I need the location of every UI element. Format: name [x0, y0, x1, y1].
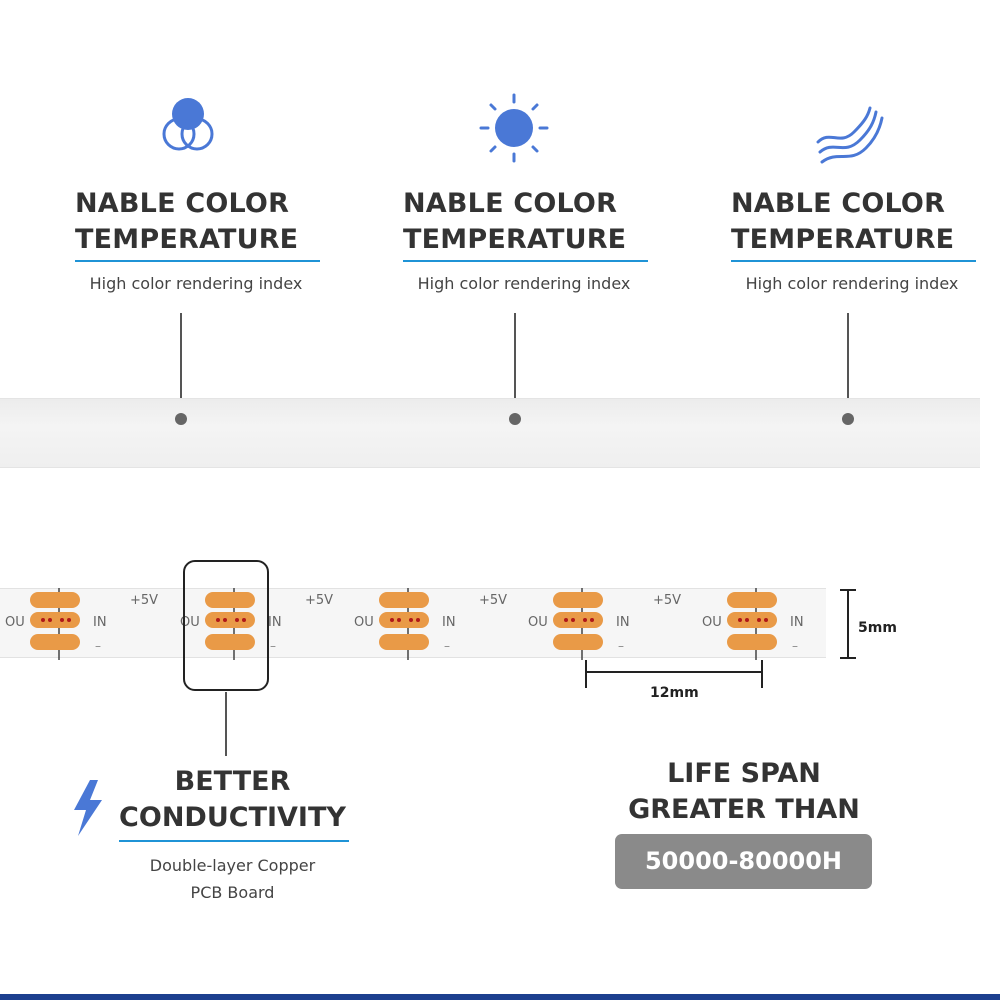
copper-pad	[727, 634, 777, 650]
out-label: OU	[354, 615, 374, 630]
feature-3-title-line2: TEMPERATURE	[731, 224, 955, 255]
waves-icon	[810, 102, 890, 182]
out-label: OU	[702, 615, 722, 630]
lifespan-title: LIFE SPAN GREATER THAN	[600, 756, 888, 828]
feature-2-title-line2: TEMPERATURE	[403, 224, 627, 255]
copper-pad	[30, 634, 80, 650]
feature-2-subtitle: High color rendering index	[417, 274, 631, 293]
pointer-dot-3	[842, 413, 854, 425]
conductivity-title: BETTER CONDUCTIVITY	[100, 764, 365, 836]
pointer-dot-2	[509, 413, 521, 425]
voltage-label: +5V	[130, 593, 158, 608]
copper-pad	[379, 634, 429, 650]
lifespan-value-badge: 50000-80000H	[615, 834, 872, 889]
voltage-label: +5V	[305, 593, 333, 608]
copper-pad	[553, 634, 603, 650]
copper-pad	[30, 612, 80, 628]
conductivity-subtitle: Double-layer Copper PCB Board	[100, 852, 365, 906]
lifespan-title-line2: GREATER THAN	[628, 794, 860, 825]
pointer-line-1	[180, 313, 182, 418]
conductivity-sub-line2: PCB Board	[190, 883, 275, 902]
voltage-label: +5V	[479, 593, 507, 608]
pointer-dot-1	[175, 413, 187, 425]
pad-group: OU IN +5V –	[5, 588, 158, 660]
copper-pad	[30, 592, 80, 608]
feature-3-underline	[731, 260, 976, 262]
lightning-bolt-icon	[74, 780, 102, 836]
pad-group: OU IN –	[702, 588, 804, 660]
feature-3-title-line1: NABLE COLOR	[731, 188, 946, 219]
copper-pad	[379, 592, 429, 608]
out-label: OU	[5, 615, 25, 630]
minus-label: –	[618, 639, 624, 653]
conductivity-sub-line1: Double-layer Copper	[149, 856, 316, 875]
minus-label: –	[270, 639, 276, 653]
pitch-dimension-label: 12mm	[650, 685, 699, 701]
feature-1-title: NABLE COLOR TEMPERATURE	[75, 186, 345, 258]
minus-label: –	[444, 639, 450, 653]
conductivity-underline	[119, 840, 349, 842]
in-label: IN	[268, 615, 282, 630]
pad-group: OU IN +5V –	[528, 588, 681, 660]
in-label: IN	[93, 615, 107, 630]
in-label: IN	[616, 615, 630, 630]
voltage-label: +5V	[653, 593, 681, 608]
conductivity-title-line2: CONDUCTIVITY	[119, 802, 346, 833]
feature-2-underline	[403, 260, 648, 262]
pointer-line-2	[514, 313, 516, 418]
copper-pad	[727, 612, 777, 628]
copper-pad	[205, 592, 255, 608]
feature-1-underline	[75, 260, 320, 262]
width-dimension-label: 5mm	[858, 620, 897, 636]
pointer-line-3	[847, 313, 849, 418]
in-label: IN	[442, 615, 456, 630]
conductivity-title-line1: BETTER	[174, 766, 291, 797]
pad-group: OU IN +5V –	[354, 588, 507, 660]
conductivity-pointer-line	[225, 692, 227, 756]
out-label: OU	[528, 615, 548, 630]
feature-3-subtitle: High color rendering index	[745, 274, 959, 293]
feature-3-title: NABLE COLOR TEMPERATURE	[731, 186, 1000, 258]
minus-label: –	[95, 639, 101, 653]
footer-bar	[0, 994, 1000, 1000]
copper-pad	[379, 612, 429, 628]
feature-1-title-line1: NABLE COLOR	[75, 188, 290, 219]
copper-pad	[205, 612, 255, 628]
copper-pad	[553, 612, 603, 628]
highlight-frame	[183, 560, 269, 691]
color-circles-icon	[148, 90, 228, 170]
feature-2-title: NABLE COLOR TEMPERATURE	[403, 186, 673, 258]
in-label: IN	[790, 615, 804, 630]
cob-led-strip	[0, 398, 980, 468]
feature-1-title-line2: TEMPERATURE	[75, 224, 299, 255]
feature-1-subtitle: High color rendering index	[89, 274, 303, 293]
sun-icon	[476, 90, 556, 170]
copper-pad	[205, 634, 255, 650]
minus-label: –	[792, 639, 798, 653]
feature-2-title-line1: NABLE COLOR	[403, 188, 618, 219]
copper-pad	[553, 592, 603, 608]
copper-pad	[727, 592, 777, 608]
lifespan-title-line1: LIFE SPAN	[667, 758, 821, 789]
